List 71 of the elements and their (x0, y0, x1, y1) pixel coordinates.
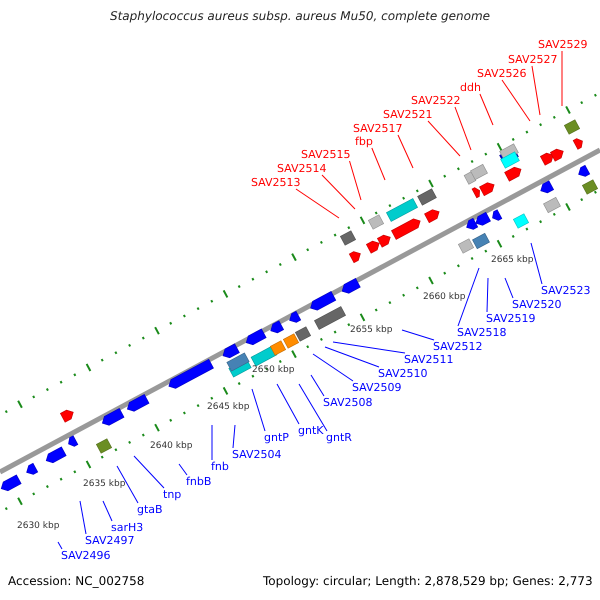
axis-tick-label: 2660 kbp (423, 292, 466, 302)
gene-label: SAV2508 (323, 396, 373, 409)
gene-label: SAV2512 (433, 340, 483, 353)
gene-label: SAV2511 (404, 353, 454, 366)
gene-label: fnbB (186, 475, 212, 488)
axis-tick-label: 2630 kbp (17, 521, 60, 531)
gene-label: SAV2519 (486, 312, 536, 325)
leader-line (530, 242, 542, 284)
leader-line (178, 464, 188, 476)
gene-label: SAV2523 (541, 284, 591, 297)
gene-label: SAV2496 (61, 549, 111, 562)
leader-line (332, 342, 406, 354)
leader-line (371, 148, 386, 180)
gene-label: SAV2520 (512, 298, 562, 311)
leader-line (454, 106, 472, 150)
leader-line (398, 134, 414, 168)
leader-line (102, 500, 112, 522)
gene-label: SAV2497 (85, 534, 135, 547)
leader-line (58, 542, 62, 550)
gene-label: gntR (326, 431, 352, 444)
gene-label: SAV2526 (477, 67, 527, 80)
gene-label: gntP (264, 431, 289, 444)
gene-label: SAV2529 (538, 38, 588, 51)
gene-label: gtaB (137, 503, 163, 516)
leader-line (322, 174, 356, 210)
gene-label: SAV2521 (383, 108, 433, 121)
gene-label: SAV2510 (378, 367, 428, 380)
gene-label: SAV2527 (508, 53, 558, 66)
gene-label: ddh (460, 81, 481, 94)
leader-line (312, 354, 354, 382)
leader-line (532, 66, 540, 116)
gene-label: SAV2515 (301, 148, 351, 161)
leader-line (232, 424, 236, 448)
gene-label: fbp (355, 135, 373, 148)
axis-tick-label: 2665 kbp (491, 255, 534, 265)
footer-text: Accession: NC_002758 (8, 574, 144, 588)
gene-label: SAV2522 (411, 94, 461, 107)
leader-line (428, 120, 460, 156)
leader-line (134, 456, 164, 488)
gene-label: fnb (211, 460, 229, 473)
leader-line (276, 384, 300, 424)
gene-label: SAV2509 (352, 381, 402, 394)
axis-tick-label: 2645 kbp (207, 402, 250, 412)
axis-tick-label: 2640 kbp (150, 441, 192, 451)
gene-label: SAV2517 (353, 122, 403, 135)
gene-label: SAV2513 (251, 176, 301, 189)
axis-tick-label: 2650 kbp (252, 365, 294, 375)
leader-line (116, 466, 138, 504)
leader-line (298, 384, 328, 432)
gene-label: gntK (298, 424, 324, 437)
axis-tick-label: 2655 kbp (350, 325, 392, 335)
gene-label: sarH3 (111, 521, 144, 534)
leader-line (252, 388, 266, 432)
leader-line (402, 330, 434, 340)
leader-line (324, 346, 380, 368)
leader-line (80, 500, 86, 534)
leader-line (479, 94, 494, 126)
gene-label: SAV2518 (457, 326, 507, 339)
axis-tick-label: 2635 kbp (83, 479, 126, 489)
footer-text: Topology: circular; Length: 2,878,529 bp; Genes: 2,773 (263, 574, 593, 588)
leader-line (349, 160, 362, 200)
leader-line (504, 278, 514, 298)
gene-label: SAV2504 (232, 448, 282, 461)
leader-line (458, 268, 480, 326)
leader-line (502, 80, 530, 122)
leader-line (296, 188, 340, 218)
leader-line (486, 278, 488, 312)
gene-label: SAV2514 (277, 162, 327, 175)
gene-label: tnp (163, 488, 182, 501)
title: Staphylococcus aureus subsp. aureus Mu50, complete genome (108, 9, 492, 23)
leader-line (310, 374, 324, 396)
